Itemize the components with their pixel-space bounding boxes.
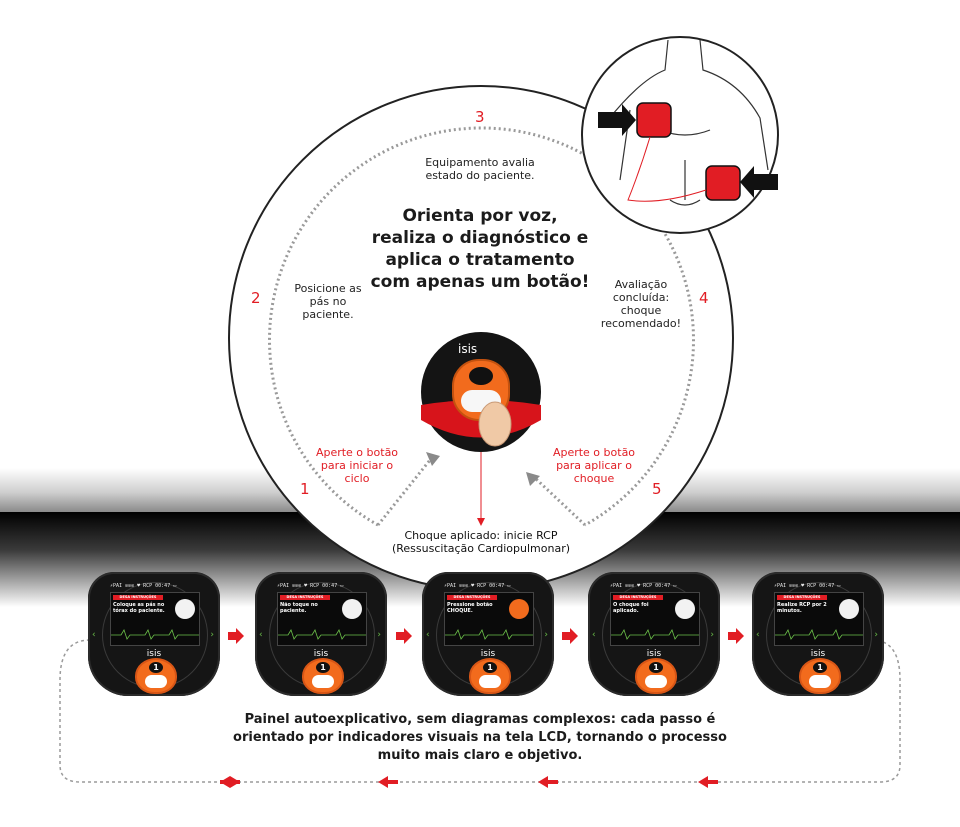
headline: Orienta por voz, realiza o diagnóstico e… bbox=[370, 206, 590, 292]
device-step-4: ⚡PAI ⊙⊙⊙ ♥ RCP 00:47 ▭ DESA INSTRUÇÕES O… bbox=[588, 572, 720, 696]
step-2-number: 2 bbox=[251, 289, 261, 307]
side-indicator-icon: › bbox=[544, 630, 548, 640]
dotted-link-right bbox=[533, 476, 587, 527]
step-arrow-2-icon bbox=[396, 628, 412, 644]
shock-button[interactable]: 1 bbox=[302, 658, 344, 694]
device-status-bar: ⚡PAI ⊙⊙⊙ ♥ RCP 00:47 ▭ bbox=[110, 583, 177, 589]
device-step-3: ⚡PAI ⊙⊙⊙ ♥ RCP 00:47 ▭ DESA INSTRUÇÕES P… bbox=[422, 572, 554, 696]
ecg-trace-icon bbox=[775, 629, 863, 640]
press-button-icon bbox=[509, 599, 529, 619]
side-indicator-icon: ‹ bbox=[426, 630, 430, 640]
shock-button[interactable]: 1 bbox=[799, 658, 841, 694]
shock-button[interactable]: 1 bbox=[135, 658, 177, 694]
return-arrow-2-icon bbox=[220, 776, 240, 788]
shock-button[interactable]: 1 bbox=[469, 658, 511, 694]
screen-header: DESA INSTRUÇÕES bbox=[613, 595, 663, 600]
arrowhead-right-icon bbox=[526, 472, 540, 486]
step-arrow-1-icon bbox=[228, 628, 244, 644]
red-step-arrows bbox=[228, 628, 744, 644]
screen-header: DESA INSTRUÇÕES bbox=[777, 595, 827, 600]
shock-applied-label: Choque aplicado: inicie RCP (Ressuscitaç… bbox=[391, 529, 571, 555]
step-3-label: Equipamento avalia estado do paciente. bbox=[425, 156, 535, 182]
no-touch-icon bbox=[342, 599, 362, 619]
heart-bolt-icon bbox=[479, 675, 501, 688]
device-lcd-screen: DESA INSTRUÇÕES O choque foi aplicado. bbox=[610, 592, 700, 646]
dotted-link-left bbox=[376, 459, 432, 526]
side-indicator-icon: ‹ bbox=[92, 630, 96, 640]
step-5-number: 5 bbox=[652, 480, 662, 498]
device-logo: isis bbox=[810, 649, 826, 659]
device-status-bar: ⚡PAI ⊙⊙⊙ ♥ RCP 00:47 ▭ bbox=[277, 583, 344, 589]
ecg-trace-icon bbox=[111, 629, 199, 640]
device-step-2: ⚡PAI ⊙⊙⊙ ♥ RCP 00:47 ▭ DESA INSTRUÇÕES N… bbox=[255, 572, 387, 696]
step-4-label: Avaliação concluída: choque recomendado! bbox=[600, 278, 682, 330]
step-1-number: 1 bbox=[300, 480, 310, 498]
return-arrow-3-icon bbox=[378, 776, 398, 788]
step-4-number: 4 bbox=[699, 289, 709, 307]
step-arrow-4-icon bbox=[728, 628, 744, 644]
side-indicator-icon: ‹ bbox=[756, 630, 760, 640]
screen-header: DESA INSTRUÇÕES bbox=[113, 595, 163, 600]
ecg-trace-icon bbox=[611, 629, 699, 640]
step-1-label: Aperte o botão para iniciar o ciclo bbox=[315, 446, 399, 485]
device-status-bar: ⚡PAI ⊙⊙⊙ ♥ RCP 00:47 ▭ bbox=[610, 583, 677, 589]
step-5-label: Aperte o botão para aplicar o choque bbox=[552, 446, 636, 485]
return-arrows bbox=[220, 776, 718, 788]
step-arrow-3-icon bbox=[562, 628, 578, 644]
screen-message: Não toque no paciente. bbox=[280, 602, 318, 614]
screen-header: DESA INSTRUÇÕES bbox=[280, 595, 330, 600]
return-loop-dotted bbox=[59, 639, 901, 783]
step-2-label: Posicione as pás no paciente. bbox=[294, 282, 362, 321]
torso-illustration bbox=[581, 36, 779, 234]
paddle-placement-icon bbox=[175, 599, 195, 619]
side-indicator-icon: › bbox=[710, 630, 714, 640]
step-3-number: 3 bbox=[475, 108, 485, 126]
arrow-left-icon bbox=[740, 166, 778, 198]
screen-message: O choque foi aplicado. bbox=[613, 602, 649, 614]
device-lcd-screen: DESA INSTRUÇÕES Não toque no paciente. bbox=[277, 592, 367, 646]
shock-applied-icon bbox=[675, 599, 695, 619]
device-status-bar: ⚡PAI ⊙⊙⊙ ♥ RCP 00:47 ▭ bbox=[444, 583, 511, 589]
side-indicator-icon: › bbox=[377, 630, 381, 640]
screen-message: Pressione botão CHOQUE. bbox=[447, 602, 493, 614]
screen-message: Coloque as pás no tórax do paciente. bbox=[113, 602, 165, 614]
arrowhead-left-icon bbox=[426, 452, 440, 466]
side-indicator-icon: ‹ bbox=[259, 630, 263, 640]
device-step-5: ⚡PAI ⊙⊙⊙ ♥ RCP 00:47 ▭ DESA INSTRUÇÕES R… bbox=[752, 572, 884, 696]
device-status-bar: ⚡PAI ⊙⊙⊙ ♥ RCP 00:47 ▭ bbox=[774, 583, 841, 589]
device-button-photo bbox=[421, 332, 541, 452]
heart-bolt-icon bbox=[312, 675, 334, 688]
side-indicator-icon: › bbox=[874, 630, 878, 640]
screen-message: Realize RCP por 2 minutos. bbox=[777, 602, 827, 614]
return-arrow-5-icon bbox=[698, 776, 718, 788]
device-logo: isis bbox=[646, 649, 662, 659]
cpr-icon bbox=[839, 599, 859, 619]
shock-button[interactable]: 1 bbox=[635, 658, 677, 694]
device-logo: isis bbox=[313, 649, 329, 659]
device-lcd-screen: DESA INSTRUÇÕES Realize RCP por 2 minuto… bbox=[774, 592, 864, 646]
device-logo: isis bbox=[480, 649, 496, 659]
shock-arrow-head-icon bbox=[477, 518, 485, 526]
side-indicator-icon: › bbox=[210, 630, 214, 640]
heart-bolt-icon bbox=[145, 675, 167, 688]
return-arrow-4-icon bbox=[538, 776, 558, 788]
device-lcd-screen: DESA INSTRUÇÕES Coloque as pás no tórax … bbox=[110, 592, 200, 646]
footer-description: Painel autoexplicativo, sem diagramas co… bbox=[233, 712, 727, 763]
center-logo: isis bbox=[458, 342, 478, 356]
screen-header: DESA INSTRUÇÕES bbox=[447, 595, 497, 600]
ecg-trace-icon bbox=[445, 629, 533, 640]
side-indicator-icon: ‹ bbox=[592, 630, 596, 640]
device-logo: isis bbox=[146, 649, 162, 659]
device-step-1: ⚡PAI ⊙⊙⊙ ♥ RCP 00:47 ▭ DESA INSTRUÇÕES C… bbox=[88, 572, 220, 696]
heart-bolt-icon bbox=[645, 675, 667, 688]
arrow-right-icon bbox=[598, 104, 636, 136]
heart-bolt-icon bbox=[809, 675, 831, 688]
ecg-trace-icon bbox=[278, 629, 366, 640]
device-lcd-screen: DESA INSTRUÇÕES Pressione botão CHOQUE. bbox=[444, 592, 534, 646]
